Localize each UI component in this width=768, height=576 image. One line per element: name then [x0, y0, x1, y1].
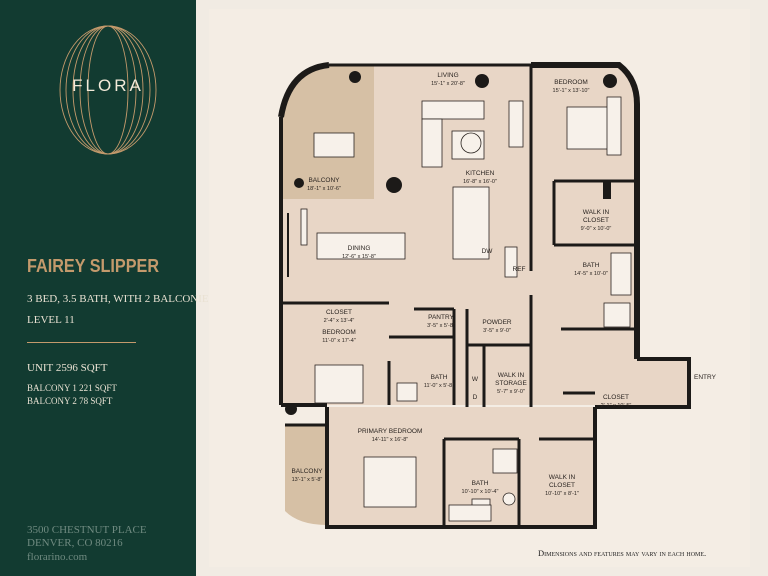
entry-label: ENTRY	[694, 374, 717, 381]
storage-label1: WALK IN	[498, 372, 525, 379]
dining-label: DINING	[348, 245, 371, 252]
column-block	[603, 181, 611, 199]
bedroom1-dim: 15'-1" x 13'-10"	[553, 88, 590, 94]
unit-size: UNIT 2596 SQFT	[27, 362, 108, 374]
kitchen-dim: 16'-8" x 16'-0"	[463, 179, 497, 185]
unit-name: FAIREY SLIPPER	[27, 256, 160, 276]
bath3-dim: 10'-10" x 10'-4"	[462, 489, 499, 495]
walkin1-label1: WALK IN	[583, 209, 610, 216]
furniture	[300, 96, 632, 522]
pantry-label: PANTRY	[428, 314, 454, 321]
walkin1-dim: 9'-0" x 10'-0"	[581, 226, 612, 232]
primary-label: PRIMARY BEDROOM	[358, 428, 423, 435]
floor-plan: LIVING 15'-1" x 20'-8" BEDROOM 15'-1" x …	[278, 62, 717, 529]
bath2-label: BATH	[431, 374, 448, 381]
walkin2-dim: 10'-10" x 8'-1"	[545, 491, 579, 497]
storage-dim: 5'-7" x 9'-0"	[497, 389, 525, 395]
powder-dim: 3'-5" x 9'-0"	[483, 328, 511, 334]
bedroom1-label: BEDROOM	[554, 79, 588, 86]
ref-label: REF	[513, 266, 526, 273]
pantry-dim: 3'-5" x 5'-8"	[427, 323, 455, 329]
living-label: LIVING	[437, 72, 458, 79]
w-label: W	[472, 376, 479, 383]
bedroom2-dim: 11'-0" x 17'-4"	[322, 338, 355, 344]
balcony1-size: BALCONY 1 221 SQFT	[27, 383, 117, 393]
dw-label: DW	[482, 248, 494, 255]
disclaimer: Dimensions and features may vary in each…	[538, 548, 707, 558]
bath3-label: BATH	[472, 480, 489, 487]
powder-label: POWDER	[482, 319, 512, 326]
bedroom2-label: BEDROOM	[322, 329, 356, 336]
walkin2-label1: WALK IN	[549, 474, 576, 481]
bath1-dim: 14'-5" x 10'-0"	[574, 271, 608, 277]
bath2-dim: 11'-0" x 5'-8"	[424, 383, 454, 389]
storage-label2: STORAGE	[495, 380, 527, 387]
closet2-dim: 2'-1" x 10'-5"	[601, 403, 632, 409]
d-label: D	[473, 394, 478, 401]
entry-floor	[637, 359, 689, 409]
flora-logo	[59, 25, 157, 155]
balcony2-size: BALCONY 2 78 SQFT	[27, 396, 113, 406]
walls	[278, 62, 691, 529]
website: florarino.com	[27, 551, 88, 563]
primary-dim: 14'-11" x 16'-8"	[372, 437, 409, 443]
dining-dim: 12'-6" x 15'-8"	[342, 254, 376, 260]
closet2-label: CLOSET	[603, 394, 629, 401]
kitchen-label: KITCHEN	[466, 170, 495, 177]
balcony2-dim: 13'-1" x 5'-8"	[292, 477, 323, 483]
balcony1-dim: 18'-1" x 10'-6"	[307, 186, 341, 192]
columns	[285, 71, 617, 415]
balcony2-floor	[285, 425, 327, 525]
bath1-label: BATH	[583, 262, 600, 269]
balcony2-label: BALCONY	[291, 468, 323, 475]
room-labels: LIVING 15'-1" x 20'-8" BEDROOM 15'-1" x …	[291, 72, 716, 497]
balcony1-label: BALCONY	[308, 177, 340, 184]
address-line1: 3500 CHESTNUT PLACE	[27, 524, 147, 536]
unit-config: 3 BED, 3.5 BATH, WITH 2 BALCONIES	[27, 293, 215, 305]
wall-segment	[287, 213, 289, 277]
address-line2: DENVER, CO 80216	[27, 537, 123, 549]
living-dim: 15'-1" x 20'-8"	[431, 81, 465, 87]
closet1-dim: 2'-4" x 13'-4"	[324, 318, 355, 324]
sidebar: FLORA FAIREY SLIPPER 3 BED, 3.5 BATH, WI…	[0, 0, 215, 576]
walkin1-label2: CLOSET	[583, 217, 609, 224]
walkin2-label2: CLOSET	[549, 482, 575, 489]
balcony1-floor	[281, 65, 374, 199]
closet1-label: CLOSET	[326, 309, 352, 316]
floor-plan-panel: LIVING 15'-1" x 20'-8" BEDROOM 15'-1" x …	[209, 9, 750, 567]
unit-level: LEVEL 11	[27, 314, 75, 326]
brand-name: FLORA	[72, 76, 144, 95]
divider	[27, 342, 136, 343]
